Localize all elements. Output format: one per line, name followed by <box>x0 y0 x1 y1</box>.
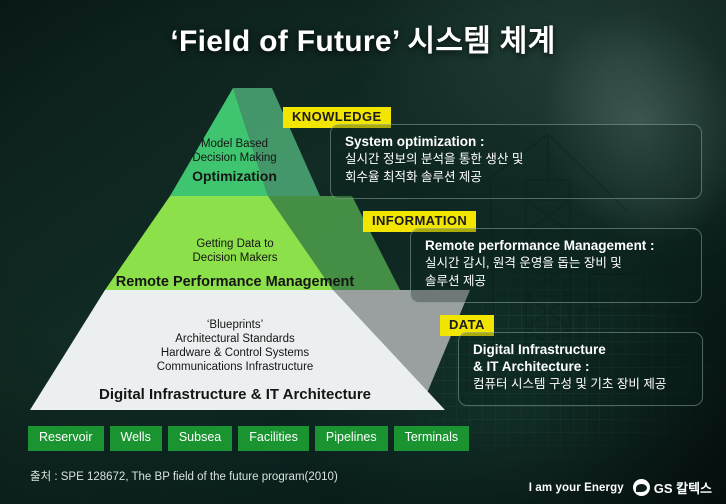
base-tier-shape <box>30 290 445 410</box>
callout-data-line-1: 컴퓨터 시스템 구성 및 기초 장비 제공 <box>473 377 667 391</box>
chip-data: DATA <box>440 315 494 337</box>
domain-tag-row: Reservoir Wells Subsea Facilities Pipeli… <box>28 426 470 451</box>
middle-tier-shadow <box>268 196 400 290</box>
tag-pipelines[interactable]: Pipelines <box>314 426 388 451</box>
middle-main-label: Remote Performance Management <box>115 274 355 291</box>
apex-sub-line-2: Decision Making <box>192 152 277 165</box>
tag-wells[interactable]: Wells <box>109 426 162 451</box>
callout-knowledge-line-1: 실시간 정보의 분석을 통한 생산 및 <box>345 152 524 166</box>
callout-data-heading-line-1: Digital Infrastructure <box>473 342 606 357</box>
gs-swirl-icon <box>632 479 650 496</box>
source-citation: 출처 : SPE 128672, The BP field of the fut… <box>30 471 338 483</box>
tag-subsea[interactable]: Subsea <box>167 426 233 451</box>
base-sub-line-3: Hardware & Control Systems <box>160 347 310 360</box>
base-sub-line-4: Communications Infrastructure <box>156 361 314 374</box>
brand-tagline: I am your Energy <box>528 481 624 494</box>
apex-main-label: Optimization <box>192 168 277 185</box>
callout-knowledge-heading: System optimization : <box>345 134 485 149</box>
brand-bar: I am your Energy GS 칼텍스 <box>529 478 712 497</box>
base-sub-line-1: ‘Blueprints’ <box>206 319 264 331</box>
apex-tier-shadow <box>233 88 320 196</box>
apex-tier-label-group: Model Based Decision Making Optimization <box>152 137 317 185</box>
base-tier-label-group: ‘Blueprints’ Architectural Standards Har… <box>70 318 400 404</box>
callout-knowledge-line-2: 회수율 최적화 솔루션 제공 <box>345 169 482 184</box>
callout-information: Remote performance Management : 실시간 감시, … <box>410 228 702 303</box>
page-title: ‘Field of Future’ 시스템 체계 <box>170 25 556 58</box>
callout-data: Digital Infrastructure & IT Architecture… <box>458 332 703 406</box>
pyramid-diagram <box>30 88 470 410</box>
base-main-label: Digital Infrastructure & IT Architecture <box>99 386 371 404</box>
chip-information: INFORMATION <box>363 211 477 233</box>
callout-information-line-1: 실시간 감시, 원격 운영을 돕는 장비 및 <box>425 256 622 270</box>
tag-reservoir[interactable]: Reservoir <box>28 426 104 451</box>
apex-tier-shape <box>170 88 268 196</box>
middle-sub-line-2: Decision Makers <box>192 252 278 265</box>
tag-terminals[interactable]: Terminals <box>393 426 470 451</box>
gs-caltex-logo: GS 칼텍스 <box>632 478 712 497</box>
callout-knowledge: System optimization : 실시간 정보의 분석을 통한 생산 … <box>330 124 702 199</box>
tag-facilities[interactable]: Facilities <box>238 426 309 451</box>
brand-name: GS 칼텍스 <box>653 481 712 496</box>
chip-knowledge: KNOWLEDGE <box>283 107 391 129</box>
callout-information-heading: Remote performance Management : <box>425 238 655 253</box>
middle-tier-shape <box>105 196 333 290</box>
apex-sub-line-1: Model Based <box>200 138 269 150</box>
middle-tier-label-group: Getting Data to Decision Makers Remote P… <box>110 237 360 292</box>
callout-information-line-2: 솔루션 제공 <box>425 273 486 288</box>
base-sub-line-2: Architectural Standards <box>175 333 295 346</box>
callout-data-heading-line-2: & IT Architecture : <box>473 359 590 374</box>
middle-sub-line-1: Getting Data to <box>196 238 274 250</box>
